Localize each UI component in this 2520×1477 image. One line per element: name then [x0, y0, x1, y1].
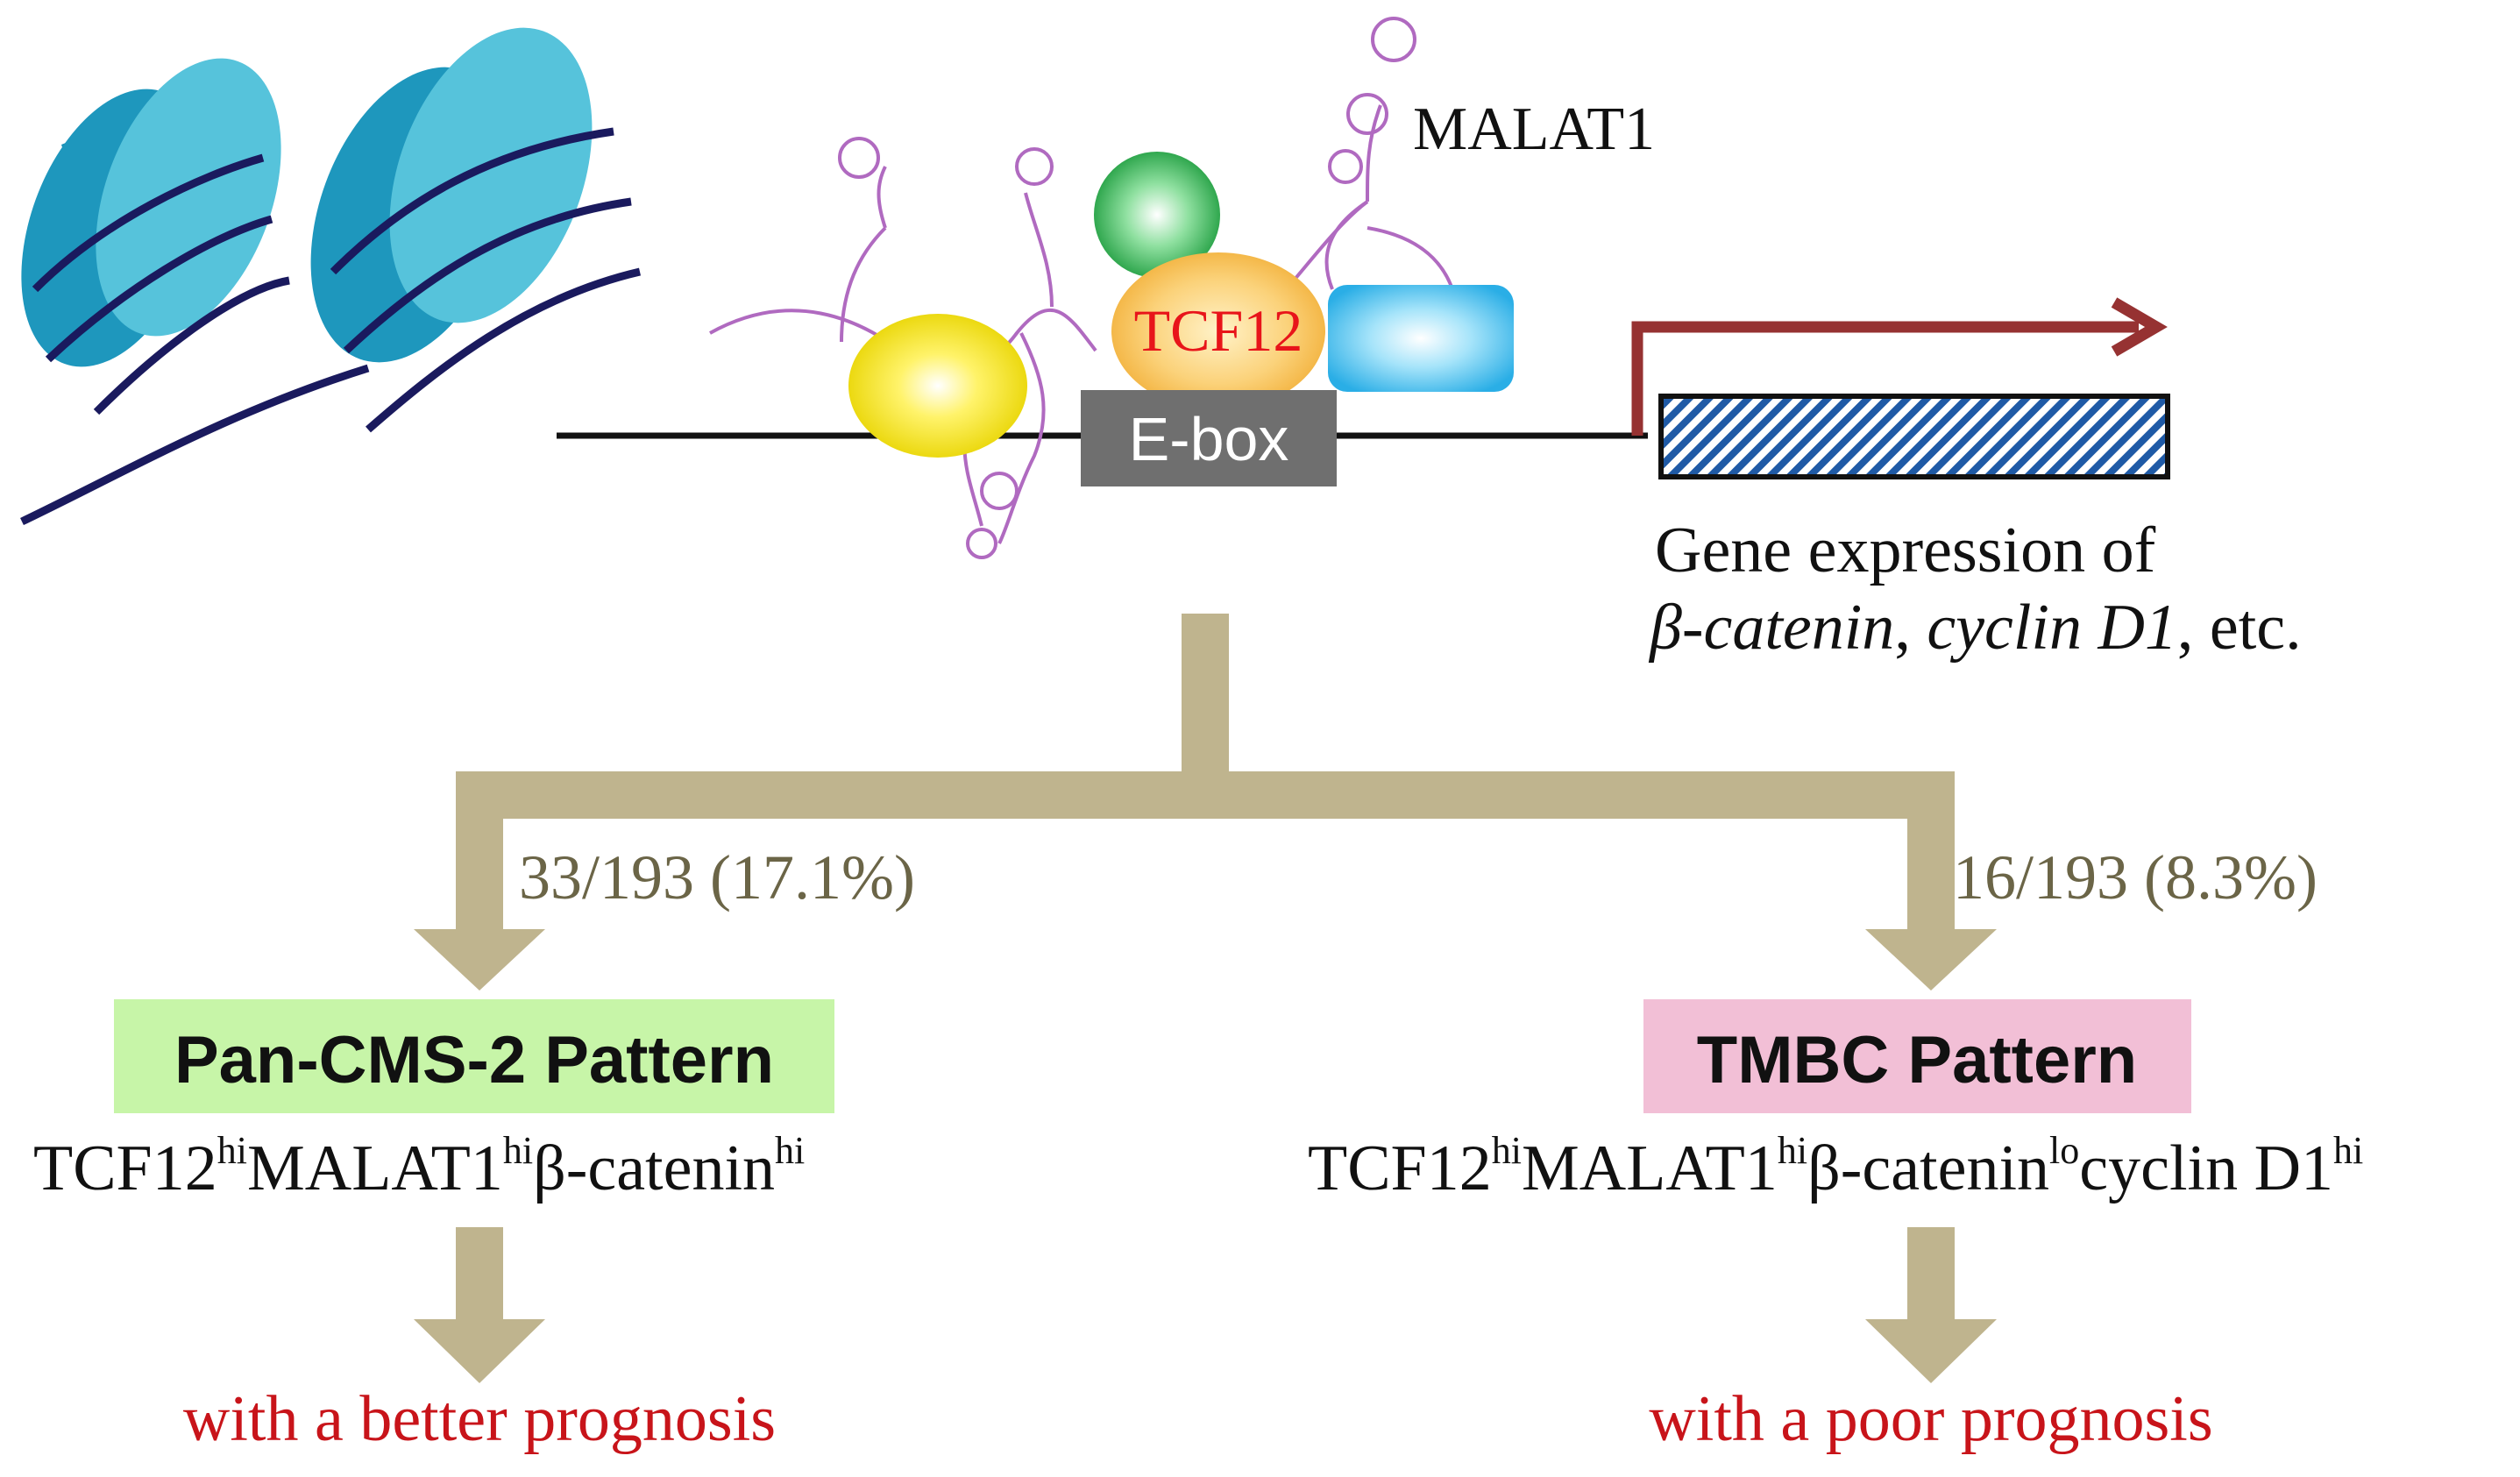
- gene-sep-1: ,: [1894, 592, 1927, 664]
- blue-protein: [1328, 285, 1514, 392]
- left-signature-part-5: hi: [775, 1129, 805, 1172]
- promoter-arrow: [1631, 297, 2168, 436]
- right-signature-part-1: hi: [1492, 1129, 1522, 1172]
- right-signature-part-5: lo: [2049, 1129, 2079, 1172]
- right-signature-part-6: cyclin D1: [2079, 1133, 2333, 1204]
- nucleosome-right: [310, 27, 642, 433]
- left-signature-part-4: β-catenin: [533, 1133, 775, 1204]
- right-signature-part-0: TCF12: [1308, 1133, 1492, 1204]
- left-signature-part-1: hi: [217, 1129, 247, 1172]
- tmbc-pattern-box: TMBC Pattern: [1643, 999, 2191, 1113]
- tmbc-title: TMBC Pattern: [1697, 1023, 2137, 1097]
- cyclin-d1-gene: cyclin D1: [1927, 592, 2177, 664]
- left-fraction: 33/193 (17.1%): [519, 842, 915, 912]
- left-signature-part-3: hi: [503, 1129, 533, 1172]
- left-signature: TCF12hiMALAT1hiβ-cateninhi: [33, 1129, 805, 1204]
- left-outcome: with a better prognosis: [183, 1383, 776, 1455]
- gene-box: [1658, 394, 2170, 479]
- branch-arrows: [414, 614, 1997, 1383]
- nucleosome-left: [21, 58, 290, 415]
- gene-expression-line1: Gene expression of: [1655, 515, 2156, 586]
- right-signature-part-2: MALAT1: [1522, 1133, 1778, 1204]
- dna-tail: [20, 364, 370, 526]
- right-fraction: 16/193 (8.3%): [1953, 842, 2318, 912]
- beta-catenin-gene: β-catenin: [1648, 592, 1894, 664]
- ebox-label: E-box: [1129, 405, 1289, 473]
- right-signature-part-3: hi: [1778, 1129, 1807, 1172]
- right-signature-part-7: hi: [2333, 1129, 2363, 1172]
- yellow-protein: [848, 314, 1027, 458]
- right-signature-part-4: β-catenin: [1807, 1133, 2049, 1204]
- left-signature-part-2: MALAT1: [247, 1133, 503, 1204]
- right-outcome: with a poor prognosis: [1649, 1383, 2212, 1455]
- right-signature: TCF12hiMALAT1hiβ-cateninlocyclin D1hi: [1308, 1129, 2363, 1204]
- green-protein: [1094, 152, 1220, 278]
- tcf12-label: TCF12: [1134, 297, 1303, 364]
- pan-cms2-title: Pan-CMS-2 Pattern: [174, 1023, 774, 1097]
- left-signature-part-0: TCF12: [33, 1133, 217, 1204]
- gene-sep-2: , etc.: [2177, 592, 2302, 664]
- ebox: E-box: [1081, 390, 1337, 486]
- tcf12-protein: TCF12: [1111, 252, 1325, 410]
- gene-expression-line2: β-catenin, cyclin D1, etc.: [1648, 592, 2302, 664]
- pan-cms2-pattern-box: Pan-CMS-2 Pattern: [114, 999, 834, 1113]
- malat1-label: MALAT1: [1413, 96, 1655, 163]
